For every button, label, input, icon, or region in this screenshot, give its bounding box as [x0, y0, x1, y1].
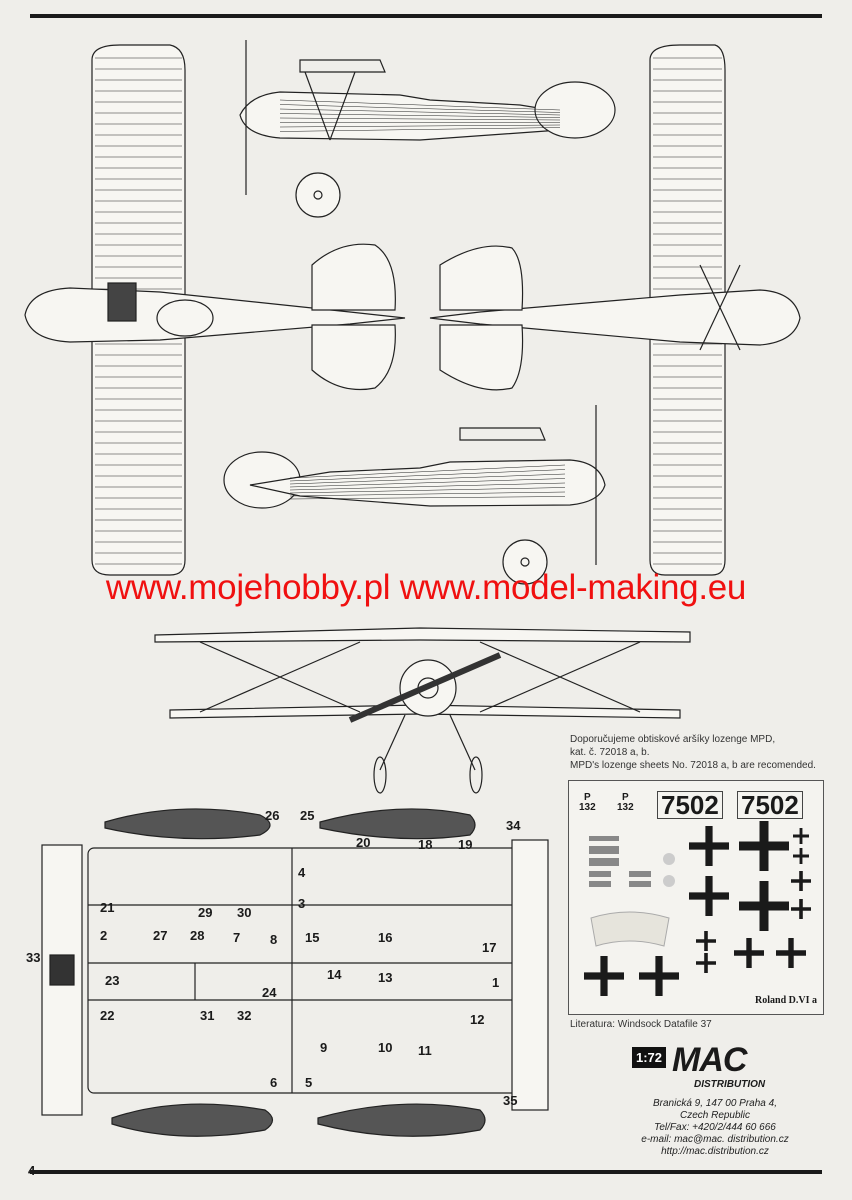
part-number-18: 18 [418, 837, 433, 852]
part-number-20: 20 [356, 835, 371, 850]
rib-line [279, 117, 561, 121]
part-number-15: 15 [305, 930, 320, 945]
page-number: 4 [28, 1163, 36, 1178]
scale-label: 1:72 [632, 1047, 667, 1068]
part-number-9: 9 [320, 1040, 328, 1055]
part-number-25: 25 [300, 808, 315, 823]
part-number-14: 14 [327, 967, 342, 982]
iron-cross-decal [734, 938, 764, 968]
part-number-21: 21 [100, 900, 115, 915]
part-number-5: 5 [305, 1075, 313, 1090]
recommendation-line-2: kat. č. 72018 a, b. [570, 747, 650, 758]
part-number-10: 10 [378, 1040, 393, 1055]
recommendation-line-1: Doporučujeme obtiskové aršíky lozenge MP… [570, 734, 776, 745]
part-number-8: 8 [270, 932, 278, 947]
rib-line [289, 473, 566, 485]
rib-line [279, 124, 561, 128]
part-number-4: 4 [298, 865, 306, 880]
part-number-12: 12 [470, 1012, 485, 1027]
company-address: Branická 9, 147 00 Praha 4, Czech Republ… [600, 1098, 830, 1158]
side-view-right [223, 405, 606, 585]
address-web[interactable]: http://mac.distribution.cz [661, 1146, 769, 1157]
iron-cross-decal [791, 871, 811, 891]
part-number-6: 6 [270, 1075, 278, 1090]
rib-line [289, 496, 566, 500]
iron-cross-decal [696, 953, 716, 973]
top-view-fuselage [24, 243, 406, 391]
rib-line [289, 469, 566, 482]
serial-number-1: 7502 [657, 791, 723, 819]
decal-sheet-title: Roland D.VI a [755, 995, 817, 1006]
recommendation-line-3: MPD's lozenge sheets No. 72018 a, b are … [570, 760, 816, 771]
part-number-35: 35 [503, 1093, 518, 1108]
address-street: Branická 9, 147 00 Praha 4, [653, 1098, 777, 1109]
part-number-26: 26 [265, 808, 280, 823]
part-number-28: 28 [190, 928, 205, 943]
bottom-view-fuselage [429, 245, 801, 391]
brand-sub: DISTRIBUTION [694, 1079, 766, 1090]
part-number-19: 19 [458, 837, 473, 852]
iron-cross-decal [739, 821, 789, 871]
iron-cross-decal [793, 828, 809, 844]
iron-cross-decals [584, 821, 811, 996]
sprue-frame [41, 808, 549, 1137]
iron-cross-decal [791, 899, 811, 919]
rib-line [289, 464, 566, 479]
part-number-1: 1 [492, 975, 500, 990]
address-country: Czech Republic [679, 1110, 751, 1121]
iron-cross-decal [776, 938, 806, 968]
watermark-text: www.mojehobby.pl www.model-making.eu [105, 568, 747, 607]
part-number-13: 13 [378, 970, 393, 985]
address-email[interactable]: e-mail: mac@mac. distribution.cz [641, 1134, 789, 1145]
side-view-left [239, 40, 616, 218]
rib-line [279, 113, 561, 118]
part-number-22: 22 [100, 1008, 115, 1023]
part-number-33: 33 [26, 950, 41, 965]
tail-code-1: P 132 [579, 792, 596, 813]
part-number-23: 23 [105, 973, 120, 988]
rib-line [279, 127, 561, 132]
address-phone: Tel/Fax: +420/2/444 60 666 [654, 1122, 776, 1133]
part-number-32: 32 [237, 1008, 252, 1023]
part-number-27: 27 [153, 928, 168, 943]
iron-cross-decal [689, 876, 729, 916]
decal-sheet: P 132 P 132 7502 7502 Roland D.VI a [568, 780, 824, 1015]
front-view [154, 627, 691, 794]
part-number-7: 7 [233, 930, 241, 945]
part-number-16: 16 [378, 930, 393, 945]
rib-line [289, 482, 566, 491]
mac-distribution-logo: 1:72 MAC DISTRIBUTION [632, 1041, 792, 1093]
brand-name: MAC [672, 1041, 747, 1079]
rib-line [289, 491, 566, 497]
part-number-24: 24 [262, 985, 277, 1000]
iron-cross-decal [739, 881, 789, 931]
part-number-30: 30 [237, 905, 252, 920]
part-number-29: 29 [198, 905, 213, 920]
top-rule [30, 14, 822, 18]
serial-number-2: 7502 [737, 791, 803, 819]
part-number-34: 34 [506, 818, 521, 833]
iron-cross-decal [793, 848, 809, 864]
rib-line [279, 108, 561, 116]
part-number-11: 11 [418, 1043, 432, 1058]
part-number-3: 3 [298, 896, 306, 911]
iron-cross-decal [689, 826, 729, 866]
iron-cross-decal [696, 931, 716, 951]
rib-line [289, 478, 566, 488]
lozenge-recommendation: Doporučujeme obtiskové aršíky lozenge MP… [570, 733, 816, 772]
bottom-rule [30, 1170, 822, 1174]
iron-cross-decal [584, 956, 624, 996]
part-number-31: 31 [200, 1008, 215, 1023]
tail-code-2: P 132 [617, 792, 634, 813]
rib-line [289, 487, 566, 494]
part-number-2: 2 [100, 928, 108, 943]
literature-reference: Literatura: Windsock Datafile 37 [570, 1019, 712, 1030]
rib-line [279, 99, 561, 111]
part-number-17: 17 [482, 940, 497, 955]
rib-line [279, 104, 561, 113]
iron-cross-decal [639, 956, 679, 996]
